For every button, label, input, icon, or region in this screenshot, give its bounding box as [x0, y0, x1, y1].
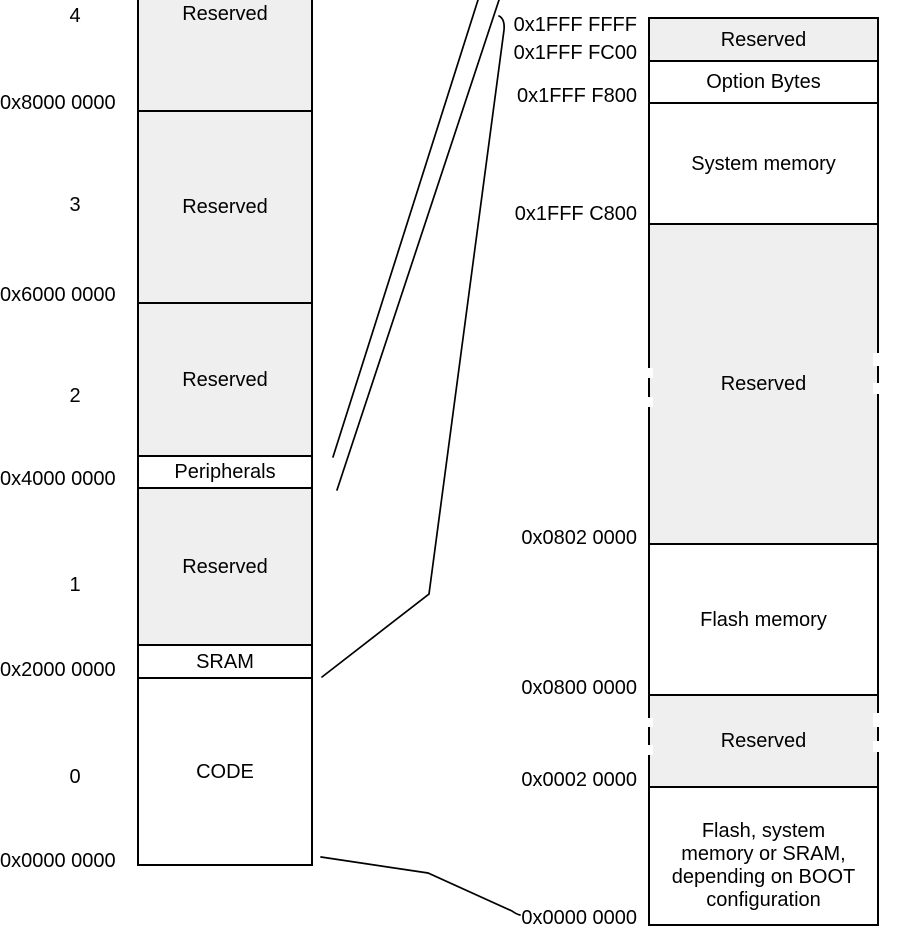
border-break-mark	[873, 741, 880, 752]
address-label-0x00000000-right: 0x0000 0000	[521, 907, 637, 929]
address-label-0x08000000: 0x0800 0000	[521, 677, 637, 699]
region-number-3: 3	[69, 194, 81, 216]
region-number-2: 2	[69, 385, 81, 407]
memory-block-code: CODE	[139, 677, 311, 864]
detail-block-flash-memory: Flash memory	[650, 543, 877, 694]
address-label-0x20000000: 0x2000 0000	[0, 659, 116, 681]
border-break-mark	[873, 353, 880, 366]
border-break-mark	[646, 397, 653, 407]
region-number-0: 0	[69, 766, 81, 788]
border-break-mark	[646, 718, 653, 727]
memory-block-reserved-region1: Reserved	[139, 487, 311, 644]
address-label-0x00020000: 0x0002 0000	[521, 769, 637, 791]
memory-block-reserved-region2: Reserved	[139, 302, 311, 455]
border-break-mark	[873, 383, 880, 394]
detail-block-system-memory: System memory	[650, 102, 877, 223]
address-label-0x1FFFF800: 0x1FFF F800	[516, 85, 637, 107]
region-number-4: 4	[69, 5, 81, 27]
memory-block-reserved-region3: Reserved	[139, 110, 311, 302]
detail-block-reserved-top: Reserved	[650, 19, 877, 60]
address-label-0x00000000-left: 0x0000 0000	[0, 850, 116, 872]
connector-code-top-line	[321, 15, 505, 678]
address-label-0x1FFFFFFF: 0x1FFF FFFF	[513, 14, 637, 36]
connector-peripherals-line-2	[336, 0, 500, 491]
code-area-detail-column: Reserved Option Bytes System memory Rese…	[648, 17, 879, 926]
address-label-0x1FFFFC00: 0x1FFF FC00	[513, 42, 637, 64]
address-label-0x40000000: 0x4000 0000	[0, 468, 116, 490]
address-label-0x60000000: 0x6000 0000	[0, 284, 116, 306]
detail-block-option-bytes: Option Bytes	[650, 60, 877, 102]
address-label-0x1FFFC800: 0x1FFF C800	[514, 203, 637, 225]
connector-peripherals-line-1	[332, 0, 479, 458]
memory-block-reserved-region4: Reserved	[139, 0, 311, 110]
border-break-mark	[646, 745, 653, 755]
border-break-mark	[873, 713, 880, 727]
memory-block-sram: SRAM	[139, 644, 311, 677]
address-label-0x80000000: 0x8000 0000	[0, 92, 116, 114]
detail-block-reserved-large: Reserved	[650, 223, 877, 543]
detail-block-reserved-lower: Reserved	[650, 694, 877, 786]
border-break-mark	[646, 368, 653, 378]
region-number-1: 1	[69, 574, 81, 596]
memory-block-peripherals: Peripherals	[139, 455, 311, 487]
detail-block-boot-aliased: Flash, system memory or SRAM, depending …	[650, 786, 877, 924]
address-label-0x08020000: 0x0802 0000	[521, 527, 637, 549]
full-memory-map-column: Reserved Reserved Reserved Peripherals R…	[137, 0, 313, 866]
